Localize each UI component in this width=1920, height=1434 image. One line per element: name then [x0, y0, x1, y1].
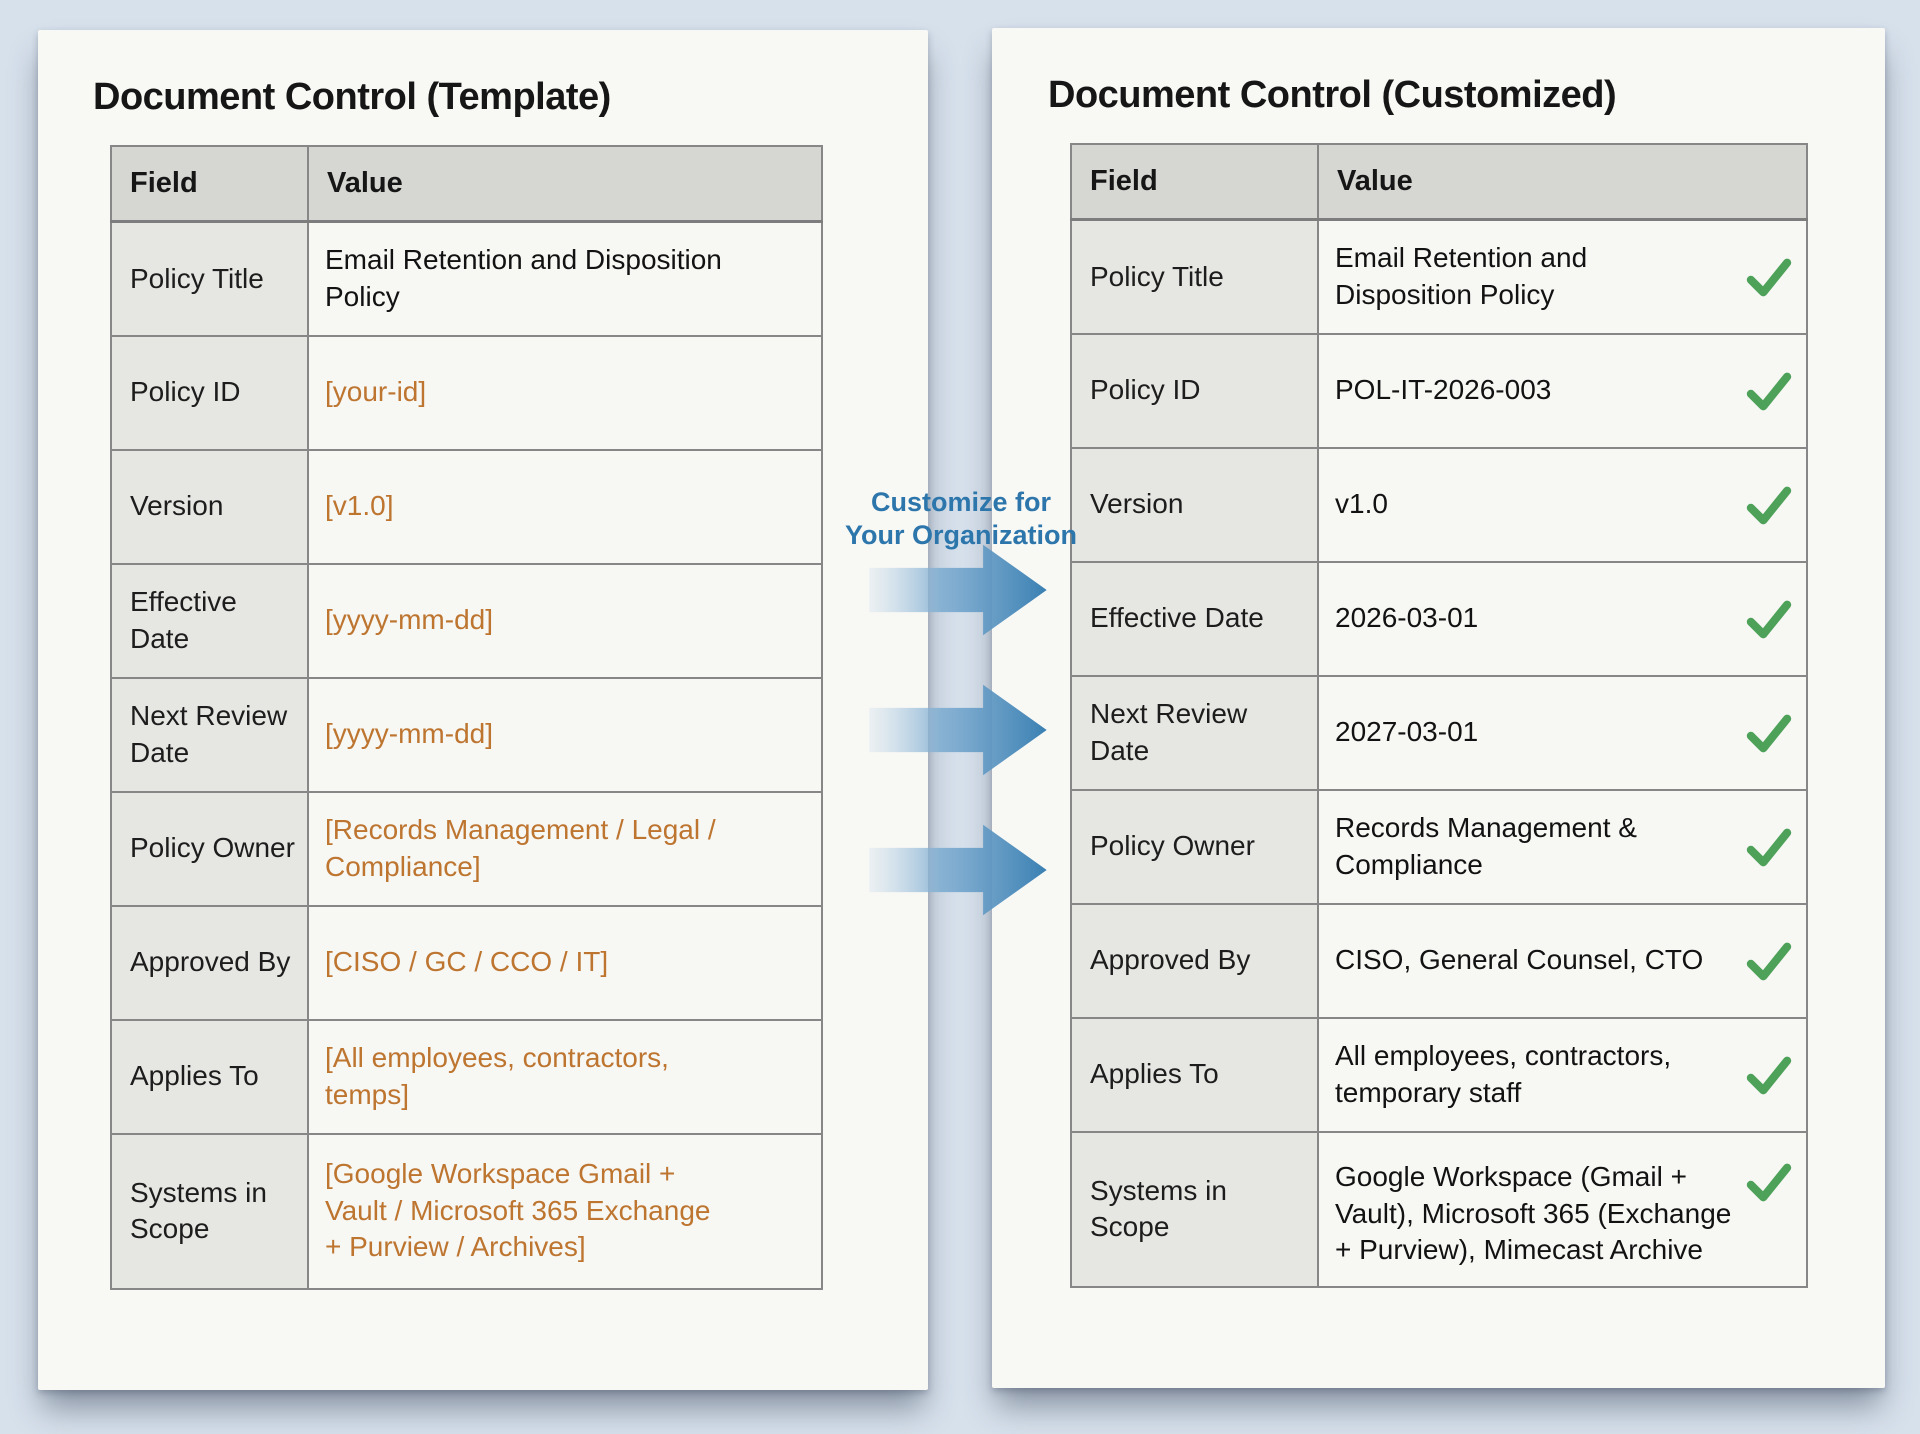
value-cell: 2027-03-01 — [1317, 674, 1808, 791]
field-cell: Effective Date — [110, 562, 309, 679]
value-cell: [your-id] — [307, 334, 823, 451]
value-column-header: Value — [307, 145, 823, 223]
value-text: 2027-03-01 — [1335, 716, 1479, 748]
field-cell: Policy Title — [1070, 218, 1319, 335]
value-cell: v1.0 — [1317, 446, 1808, 563]
placeholder-value-text: [yyyy-mm-dd] — [325, 718, 493, 750]
table-row: Version v1.0 — [1070, 446, 1808, 563]
placeholder-value-text: [Google Workspace Gmail + Vault / Micros… — [325, 1157, 711, 1263]
value-text: Records Management & Compliance — [1335, 811, 1637, 880]
field-cell: Policy Title — [110, 220, 309, 337]
table-row: Version [v1.0] — [110, 448, 823, 565]
table-row: Next Review Date 2027-03-01 — [1070, 674, 1808, 791]
value-cell: [Records Management / Legal / Compliance… — [307, 790, 823, 907]
value-cell: [CISO / GC / CCO / IT] — [307, 904, 823, 1021]
value-cell: [yyyy-mm-dd] — [307, 676, 823, 793]
placeholder-value-text: [v1.0] — [325, 490, 394, 522]
value-text: Email Retention and Disposition Policy — [325, 243, 722, 312]
placeholder-value-text: [All employees, contractors, temps] — [325, 1041, 669, 1110]
field-cell: Policy Owner — [1070, 788, 1319, 905]
check-icon — [1746, 600, 1792, 638]
table-row: Effective Date [yyyy-mm-dd] — [110, 562, 823, 679]
field-cell: Systems in Scope — [1070, 1130, 1319, 1288]
value-text: 2026-03-01 — [1335, 602, 1479, 634]
field-cell: Policy Owner — [110, 790, 309, 907]
field-cell: Applies To — [1070, 1016, 1319, 1133]
field-column-header: Field — [1070, 143, 1319, 221]
connector-label: Customize for Your Organization — [826, 486, 1096, 552]
field-cell: Approved By — [110, 904, 309, 1021]
value-text: POL-IT-2026-003 — [1335, 374, 1552, 406]
value-cell: Email Retention and Disposition Policy — [307, 220, 823, 337]
arrow-right-icon — [869, 544, 1047, 636]
arrow-right-icon — [869, 684, 1047, 776]
field-cell: Version — [110, 448, 309, 565]
table-row: Systems in Scope[Google Workspace Gmail … — [110, 1132, 823, 1290]
value-text: Email Retention and Disposition Policy — [1335, 241, 1588, 310]
value-text: CISO, General Counsel, CTO — [1335, 944, 1704, 976]
arrow-right-icon — [869, 824, 1047, 916]
field-cell: Policy ID — [110, 334, 309, 451]
field-cell: Applies To — [110, 1018, 309, 1135]
value-column-header: Value — [1317, 143, 1808, 221]
header-row: Field Value — [1070, 143, 1808, 221]
check-icon — [1746, 372, 1792, 410]
table-row: Policy ID POL-IT-2026-003 — [1070, 332, 1808, 449]
table-row: Next Review Date [yyyy-mm-dd] — [110, 676, 823, 793]
value-cell: 2026-03-01 — [1317, 560, 1808, 677]
table-row: Effective Date 2026-03-01 — [1070, 560, 1808, 677]
table-row: Approved By CISO, General Counsel, CTO — [1070, 902, 1808, 1019]
value-text: v1.0 — [1335, 488, 1388, 520]
check-icon — [1746, 1163, 1792, 1201]
check-icon — [1746, 828, 1792, 866]
check-icon — [1746, 486, 1792, 524]
check-icon — [1746, 1056, 1792, 1094]
value-text: Google Workspace (Gmail + Vault), Micros… — [1335, 1160, 1732, 1266]
table-row: Applies To[All employees, contractors, t… — [110, 1018, 823, 1135]
field-cell: Next Review Date — [1070, 674, 1319, 791]
value-cell: [Google Workspace Gmail + Vault / Micros… — [307, 1132, 823, 1290]
table-row: Approved By [CISO / GC / CCO / IT] — [110, 904, 823, 1021]
table-row: Policy Owner[Records Management / Legal … — [110, 790, 823, 907]
field-cell: Approved By — [1070, 902, 1319, 1019]
customized-page-title: Document Control (Customized) — [1048, 74, 1617, 116]
field-cell: Effective Date — [1070, 560, 1319, 677]
value-cell: POL-IT-2026-003 — [1317, 332, 1808, 449]
customized-page: Document Control (Customized) Field Valu… — [992, 28, 1885, 1388]
value-cell: Email Retention and Disposition Policy — [1317, 218, 1808, 335]
field-cell: Policy ID — [1070, 332, 1319, 449]
placeholder-value-text: [your-id] — [325, 376, 427, 408]
placeholder-value-text: [yyyy-mm-dd] — [325, 604, 493, 636]
value-cell: [yyyy-mm-dd] — [307, 562, 823, 679]
value-cell: CISO, General Counsel, CTO — [1317, 902, 1808, 1019]
check-icon — [1746, 714, 1792, 752]
value-cell: Google Workspace (Gmail + Vault), Micros… — [1317, 1130, 1808, 1288]
header-row: Field Value — [110, 145, 823, 223]
connector-label-line1: Customize for — [870, 487, 1051, 517]
template-page-title: Document Control (Template) — [93, 76, 611, 118]
connector-label-line2: Your Organization — [844, 519, 1077, 550]
value-text: All employees, contractors, temporary st… — [1335, 1039, 1672, 1108]
value-cell: [v1.0] — [307, 448, 823, 565]
field-column-header: Field — [110, 145, 309, 223]
check-icon — [1746, 942, 1792, 980]
placeholder-value-text: [Records Management / Legal / Compliance… — [325, 813, 716, 882]
template-page: Document Control (Template) Field Value … — [38, 30, 928, 1390]
field-cell: Version — [1070, 446, 1319, 563]
check-icon — [1746, 258, 1792, 297]
value-cell: [All employees, contractors, temps] — [307, 1018, 823, 1135]
field-cell: Systems in Scope — [110, 1132, 309, 1290]
table-row: Policy ID [your-id] — [110, 334, 823, 451]
value-cell: Records Management & Compliance — [1317, 788, 1808, 905]
value-cell: All employees, contractors, temporary st… — [1317, 1016, 1808, 1133]
field-cell: Next Review Date — [110, 676, 309, 793]
placeholder-value-text: [CISO / GC / CCO / IT] — [325, 946, 609, 978]
